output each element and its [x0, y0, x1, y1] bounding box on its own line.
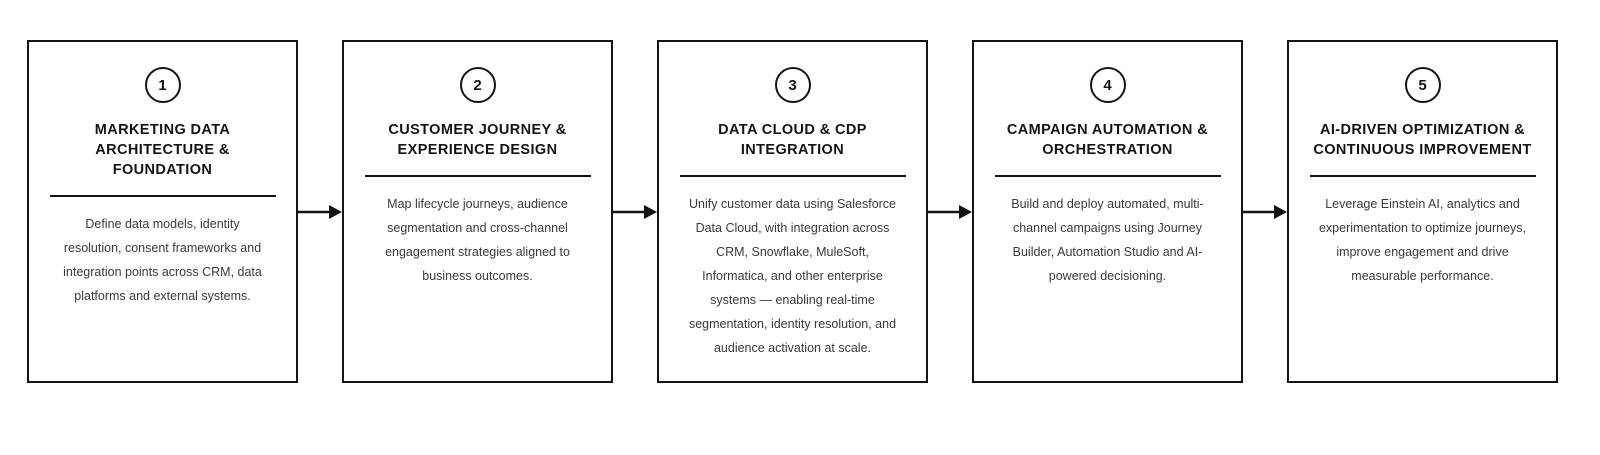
- step-title: MARKETING DATA ARCHITECTURE & FOUNDATION: [94, 122, 231, 178]
- title-divider: [364, 175, 591, 177]
- step-description: Unify customer data using Salesforce Dat…: [688, 197, 897, 355]
- title-divider: [994, 175, 1221, 177]
- step-title: DATA CLOUD & CDP INTEGRATION: [718, 122, 867, 158]
- step-number: 5: [1418, 76, 1427, 94]
- right-arrow-icon: [298, 204, 342, 219]
- step-title: CUSTOMER JOURNEY & EXPERIENCE DESIGN: [388, 122, 567, 158]
- flow-arrow-2: [613, 40, 657, 383]
- flow-arrow-4: [1243, 40, 1287, 383]
- flow-arrow-3: [928, 40, 972, 383]
- right-arrow-icon: [613, 204, 657, 219]
- step-card-4: 4 CAMPAIGN AUTOMATION & ORCHESTRATION Bu…: [972, 40, 1243, 383]
- step-description: Define data models, identity resolution,…: [63, 217, 262, 303]
- step-card-2: 2 CUSTOMER JOURNEY & EXPERIENCE DESIGN M…: [342, 40, 613, 383]
- step-number: 2: [473, 76, 482, 94]
- step-number-badge: 3: [774, 67, 811, 103]
- right-arrow-icon: [1243, 204, 1287, 219]
- step-number: 3: [788, 76, 797, 94]
- step-number-badge: 5: [1404, 67, 1441, 103]
- step-card-5: 5 AI-DRIVEN OPTIMIZATION & CONTINUOUS IM…: [1287, 40, 1558, 383]
- step-description: Build and deploy automated, multi- chann…: [1011, 197, 1204, 283]
- right-arrow-icon: [928, 204, 972, 219]
- step-card-3: 3 DATA CLOUD & CDP INTEGRATION Unify cus…: [657, 40, 928, 383]
- step-number: 4: [1103, 76, 1112, 94]
- step-number-badge: 1: [144, 67, 181, 103]
- flow-arrow-1: [298, 40, 342, 383]
- step-number-badge: 4: [1089, 67, 1126, 103]
- step-number-badge: 2: [459, 67, 496, 103]
- step-number: 1: [158, 76, 167, 94]
- step-description: Map lifecycle journeys, audience segment…: [385, 197, 570, 283]
- title-divider: [1309, 175, 1536, 177]
- step-description: Leverage Einstein AI, analytics and expe…: [1318, 197, 1527, 283]
- process-flow-diagram: 1 MARKETING DATA ARCHITECTURE & FOUNDATI…: [27, 40, 1600, 383]
- step-title: CAMPAIGN AUTOMATION & ORCHESTRATION: [1006, 122, 1209, 158]
- step-card-1: 1 MARKETING DATA ARCHITECTURE & FOUNDATI…: [27, 40, 298, 383]
- title-divider: [679, 175, 906, 177]
- title-divider: [49, 195, 276, 197]
- step-title: AI-DRIVEN OPTIMIZATION & CONTINUOUS IMPR…: [1313, 122, 1532, 158]
